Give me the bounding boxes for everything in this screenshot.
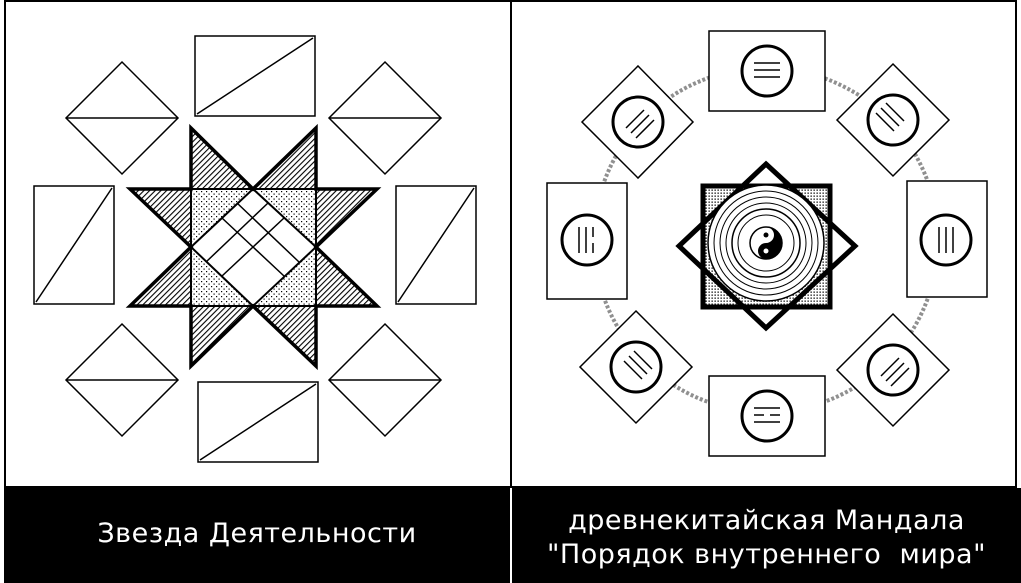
left-caption-bar: Звезда Деятельности	[4, 488, 510, 583]
bottom-trigram-frame	[709, 376, 825, 456]
top-right-trigram-frame	[837, 64, 949, 176]
bottom-right-diamond	[329, 324, 441, 436]
left-rectangle	[34, 186, 114, 304]
top-left-diamond	[66, 62, 178, 174]
bottom-rectangle	[198, 382, 318, 462]
top-trigram-frame	[709, 31, 825, 111]
mandala	[547, 31, 987, 456]
right-trigram-frame	[907, 181, 987, 297]
bottom-left-trigram-frame	[580, 311, 692, 423]
top-left-trigram-frame	[582, 66, 693, 178]
bottom-right-trigram-frame	[837, 314, 949, 426]
right-rectangle	[396, 186, 476, 304]
star-of-activity-caption: Звезда Деятельности	[4, 518, 510, 549]
mandala-caption-line2: "Порядок внутреннего мира"	[512, 539, 1021, 570]
central-star	[130, 128, 377, 366]
star-of-activity	[34, 36, 476, 462]
left-trigram-frame	[547, 183, 627, 299]
central-emblem	[679, 164, 855, 328]
mandala-caption-line1: древнекитайская Мандала	[512, 505, 1021, 536]
right-caption-bar: древнекитайская Мандала "Порядок внутрен…	[512, 488, 1021, 583]
yin-yang-icon	[750, 227, 782, 259]
top-rectangle	[195, 36, 315, 116]
bottom-left-diamond	[66, 324, 178, 436]
top-right-diamond	[329, 62, 441, 174]
